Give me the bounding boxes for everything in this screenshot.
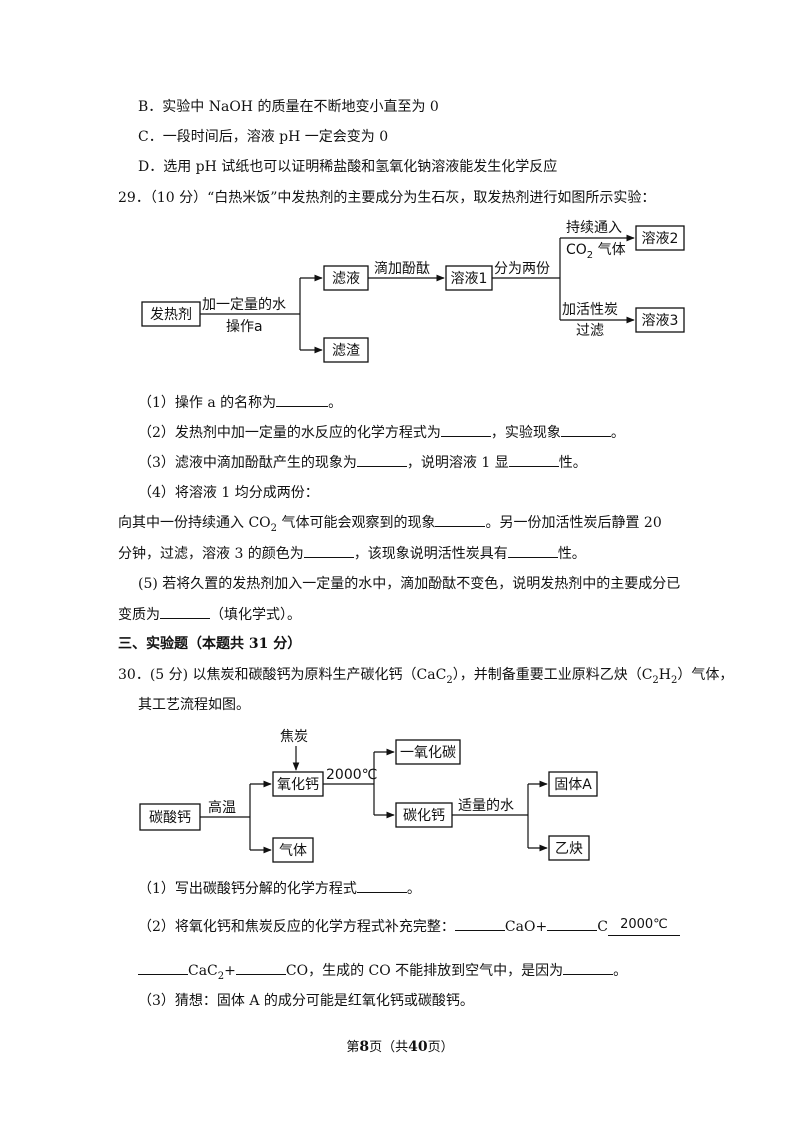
label-split: 分为两份 [494, 261, 550, 277]
label-residue: 滤渣 [332, 343, 360, 359]
label-filtrate: 滤液 [332, 271, 360, 287]
box-filtrate [323, 265, 369, 291]
label-sol1: 溶液1 [451, 271, 488, 287]
box-solid-a [548, 771, 598, 797]
label-cac2: 碳化钙 [403, 808, 445, 824]
label-filter: 过滤 [576, 323, 604, 339]
label-sol2: 溶液2 [642, 231, 679, 247]
label-caco3: 碳酸钙 [149, 810, 191, 826]
label-heat-agent: 发热剂 [150, 307, 192, 323]
label-water: 适量的水 [458, 798, 514, 814]
q29-5-line1: (5) 若将久置的发热剂加入一定量的水中，滴加酚酞不变色，说明发热剂中的主要成分… [138, 576, 681, 592]
box-residue [323, 337, 369, 363]
q29-flow-diagram: 发热剂 滤液 滤渣 溶液1 溶液2 溶液3 加一定量的水 操作a 滴加酚酞 分为… [141, 219, 685, 363]
q30-line2: 其工艺流程如图。 [138, 697, 250, 713]
label-add-carbon: 加活性炭 [562, 302, 618, 318]
box-sol2 [635, 225, 685, 251]
label-solid-a: 固体A [554, 777, 592, 793]
option-d: D．选用 pH 试纸也可以证明稀盐酸和氢氧化钠溶液能发生化学反应 [138, 159, 558, 175]
page-total: 40 [408, 1039, 428, 1055]
q29-3: （3）滤液中滴加酚酞产生的现象为，说明溶液 1 显性。 [138, 455, 587, 471]
label-2000c: 2000℃ [326, 767, 377, 783]
box-sol1 [445, 265, 493, 291]
q29-4-line1: 向其中一份持续通入 CO2 气体可能会观察到的现象。另一份加活性炭后静置 20 [118, 515, 662, 534]
box-cac2 [395, 802, 453, 828]
label-co2-gas: CO2 气体 [566, 242, 626, 261]
box-acetylene [548, 835, 590, 861]
q29-1: （1）操作 a 的名称为。 [138, 395, 343, 411]
box-sol3 [635, 307, 685, 333]
label-high-temp: 高温 [208, 799, 236, 816]
label-acetylene: 乙炔 [555, 841, 583, 857]
q30-3: （3）猜想：固体 A 的成分可能是红氧化钙或碳酸钙。 [138, 993, 474, 1009]
q30-flow-diagram: 焦炭 碳酸钙 氧化钙 气体 一氧化碳 碳化钙 固体A 乙炔 高温 2000℃ 适… [139, 729, 598, 863]
page-number: 8 [359, 1039, 370, 1055]
label-op-a: 操作a [226, 319, 263, 335]
page-footer: 第8页（共40页） [346, 1039, 454, 1055]
q29-4: （4）将溶液 1 均分成两份： [138, 485, 319, 501]
label-add-water: 加一定量的水 [202, 297, 286, 313]
q29-5-line2: 变质为（填化学式）。 [118, 607, 301, 623]
label-add-phenol: 滴加酚酞 [374, 260, 430, 277]
q30-2-condition: 2000℃ [607, 915, 680, 936]
q30-1: （1）写出碳酸钙分解的化学方程式。 [138, 881, 421, 897]
label-cao: 氧化钙 [277, 777, 319, 793]
box-gas [272, 837, 314, 863]
label-gas: 气体 [279, 843, 307, 859]
q29-2: （2）发热剂中加一定量的水反应的化学方程式为，实验现象。 [138, 425, 625, 441]
q29-4-line2: 分钟，过滤，溶液 3 的颜色为，该现象说明活性炭具有性。 [118, 546, 586, 562]
box-cao [272, 771, 324, 797]
option-c: C．一段时间后，溶液 pH 一定会变为 0 [138, 129, 389, 145]
q30-2-line2: CaC2+CO，生成的 CO 不能排放到空气中，是因为。 [138, 961, 627, 987]
label-sol3: 溶液3 [642, 313, 679, 329]
label-co: 一氧化碳 [400, 745, 456, 761]
option-b: B．实验中 NaOH 的质量在不断地变小直至为 0 [138, 99, 439, 115]
section-3-title: 三、实验题（本题共 31 分） [118, 636, 302, 652]
label-co2-pass: 持续通入 [566, 219, 622, 236]
label-coke: 焦炭 [280, 729, 308, 745]
box-co [395, 739, 461, 765]
q30-line1: 30．(5 分) 以焦炭和碳酸钙为原料生产碳化钙（CaC2），并制备重要工业原料… [118, 667, 734, 686]
q29-header: 29．（10 分）“白热米饭”中发热剂的主要成分为生石灰，取发热剂进行如图所示实… [118, 190, 656, 206]
